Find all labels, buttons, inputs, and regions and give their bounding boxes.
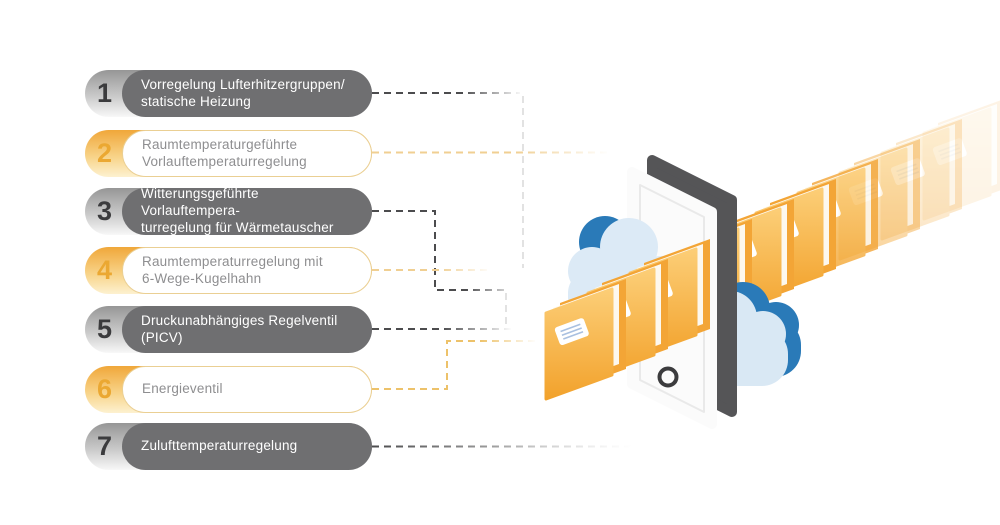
- item-number: 7: [96, 431, 113, 461]
- list-item-5: 5 Druckunabhängiges Regelventil (PICV): [85, 306, 372, 353]
- item-label: Zulufttemperaturregelung: [141, 438, 298, 454]
- connector-line-1: [372, 92, 524, 268]
- list-item-7: 7 Zulufttemperaturregelung: [85, 423, 372, 470]
- item-label-bubble: Energieventil: [122, 366, 372, 413]
- item-number: 3: [96, 196, 113, 226]
- item-number: 4: [96, 255, 113, 285]
- item-label-bubble: Witterungsgeführte Vorlauftempera- turre…: [122, 186, 372, 235]
- list-item-1: 1 Vorregelung Lufterhitzergruppen/ stati…: [85, 70, 372, 117]
- item-number: 1: [96, 78, 113, 108]
- item-number: 6: [96, 374, 113, 404]
- list-item-6: 6 Energieventil: [85, 366, 372, 413]
- home-button-icon: [657, 366, 679, 388]
- item-label: Energieventil: [142, 381, 223, 397]
- item-label-bubble: Raumtemperaturregelung mit 6-Wege-Kugelh…: [122, 247, 372, 294]
- list-item-3: 3 Witterungsgeführte Vorlauftempera- tur…: [85, 186, 372, 235]
- connector-line-6: [372, 340, 537, 390]
- item-label-bubble: Vorregelung Lufterhitzergruppen/ statisc…: [122, 70, 372, 117]
- item-label-bubble: Druckunabhängiges Regelventil (PICV): [122, 306, 372, 353]
- folder-icon: [544, 277, 628, 401]
- item-label: Raumtemperaturgeführte Vorlauftemperatur…: [142, 136, 307, 169]
- item-label-bubble: Raumtemperaturgeführte Vorlauftemperatur…: [122, 130, 372, 177]
- item-label: Druckunabhängiges Regelventil (PICV): [141, 312, 338, 345]
- list-item-2: 2 Raumtemperaturgeführte Vorlauftemperat…: [85, 130, 372, 177]
- item-label-bubble: Zulufttemperaturregelung: [122, 423, 372, 470]
- item-label: Vorregelung Lufterhitzergruppen/ statisc…: [141, 76, 345, 109]
- list-item-4: 4 Raumtemperaturregelung mit 6-Wege-Kuge…: [85, 247, 372, 294]
- item-number: 5: [96, 314, 113, 344]
- item-label: Witterungsgeführte Vorlauftempera- turre…: [141, 186, 334, 235]
- item-number: 2: [96, 138, 113, 168]
- connector-line-3: [372, 210, 507, 326]
- item-label: Raumtemperaturregelung mit 6-Wege-Kugelh…: [142, 253, 323, 286]
